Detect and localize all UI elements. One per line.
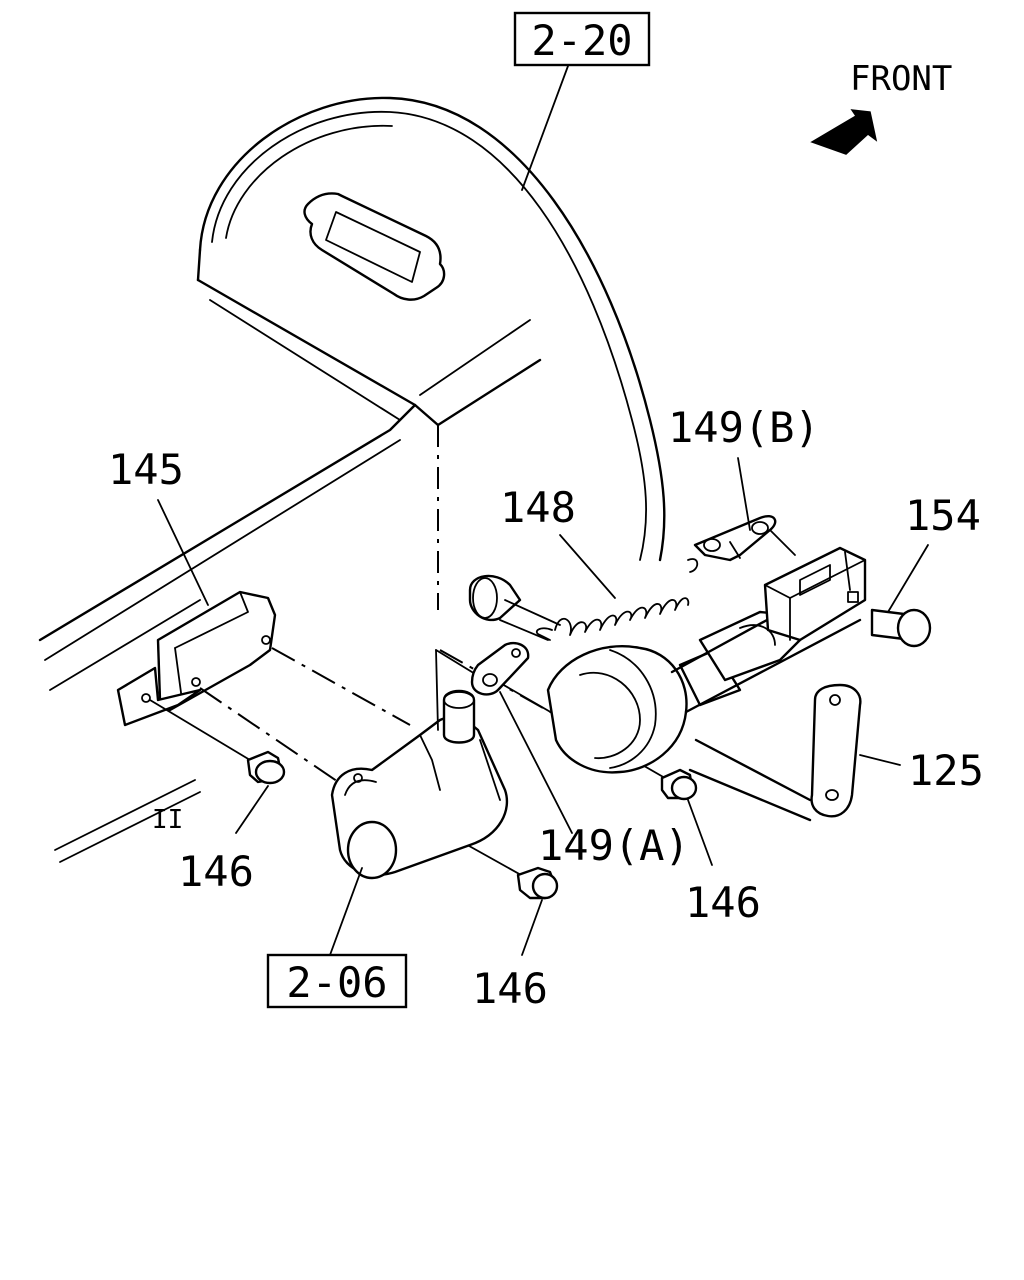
bolt-part-146-bottom[interactable] — [516, 866, 559, 900]
push-rod-bushing[interactable] — [468, 574, 561, 641]
front-label: FRONT — [850, 59, 952, 99]
leader-2-06 — [329, 867, 363, 956]
ref-2-20-label: 2-20 — [531, 16, 632, 65]
pin-part-154[interactable] — [870, 608, 932, 648]
label-149a: 149(A) — [538, 821, 690, 870]
align-line-1 — [271, 647, 411, 726]
align-line-3 — [199, 687, 351, 791]
leader-146-bottom — [521, 899, 543, 956]
label-154: 154 — [905, 491, 981, 540]
label-146-right: 146 — [685, 878, 761, 927]
leader-149b — [737, 457, 751, 531]
misc-mark: II — [152, 805, 183, 835]
label-149b: 149(B) — [668, 403, 820, 452]
leader-148 — [559, 534, 616, 599]
bracket-part-145[interactable] — [116, 590, 277, 727]
leader-154 — [887, 544, 929, 613]
bolt-part-146-left[interactable] — [246, 750, 286, 785]
label-146-left: 146 — [178, 847, 254, 896]
ref-box-2-20[interactable]: 2-20 — [513, 11, 651, 67]
boot-push-rod[interactable] — [546, 578, 862, 774]
leader-125 — [859, 754, 901, 766]
ref-2-06-label: 2-06 — [286, 958, 387, 1007]
align-line-2 — [149, 699, 251, 761]
label-125: 125 — [908, 746, 984, 795]
leader-149a — [499, 691, 573, 834]
leader-146-right — [687, 799, 713, 866]
leader-146-left — [235, 785, 269, 834]
label-146-bottom: 146 — [472, 964, 548, 1013]
label-148: 148 — [500, 483, 576, 532]
leader-145 — [157, 499, 209, 606]
ref-box-2-06[interactable]: 2-06 — [266, 953, 408, 1009]
spring-part-148[interactable] — [535, 558, 699, 641]
front-arrow-icon — [810, 109, 878, 155]
pedal-arm-part-125[interactable] — [688, 683, 862, 822]
pedal-bracket-body: II — [38, 96, 666, 863]
bolt-part-146-right[interactable] — [660, 768, 698, 801]
clevis-part[interactable] — [763, 546, 867, 642]
clip-part-149b[interactable] — [693, 515, 796, 562]
plate-part-149a[interactable] — [470, 641, 530, 696]
label-145: 145 — [108, 445, 184, 494]
